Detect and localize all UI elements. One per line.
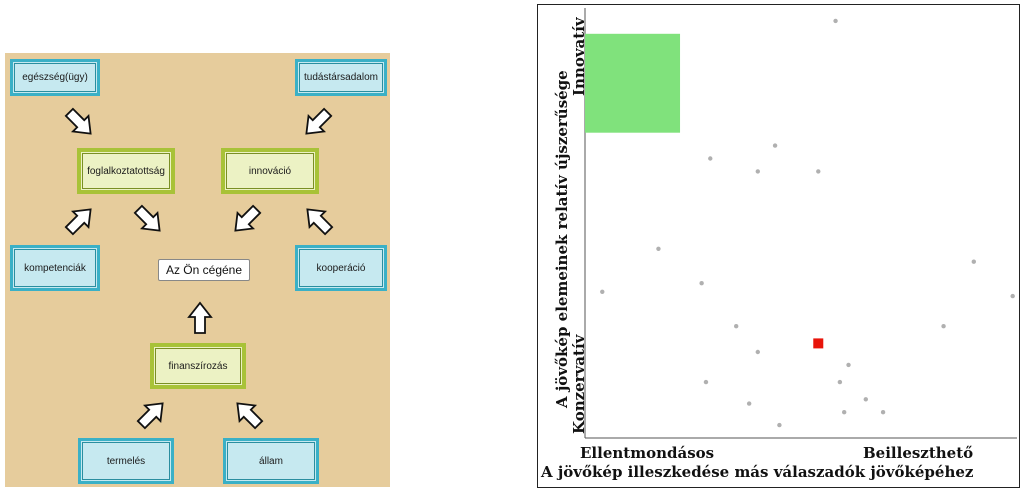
node-health[interactable]: egészség(ügy) [10, 59, 100, 96]
scatter-point [600, 289, 605, 294]
arrow-production-to-financing [136, 402, 164, 430]
node-state[interactable]: állam [223, 438, 319, 484]
arrow-cooperation-to-innovation [306, 208, 334, 236]
scatter-point [1010, 293, 1015, 299]
scatter-point [708, 156, 713, 161]
x-tick-left: Ellentmondásos [580, 444, 714, 462]
node-employment[interactable]: foglalkoztatottság [77, 148, 175, 194]
y-tick-bottom: Konzervatív [570, 333, 588, 434]
arrow-employment-to-center [133, 204, 161, 232]
scatter-point [772, 143, 778, 148]
arrow-state-to-financing [236, 402, 264, 430]
y-axis-label: A jövőkép elemeinek relatív újszerűsége [553, 70, 571, 409]
scatter-point [746, 401, 752, 406]
x-tick-right: Beilleszthető [863, 444, 973, 462]
scatter-chart: Ellentmondásos Beilleszthető A jövőkép i… [537, 4, 1020, 488]
node-production[interactable]: termelés [78, 438, 174, 484]
diagram-panel: egészség(ügy) tudástársadalom foglalkozt… [5, 53, 390, 487]
arrow-competencies-to-employment [64, 208, 92, 236]
scatter-point [842, 410, 847, 415]
node-financing[interactable]: finanszírozás [150, 343, 246, 389]
scatter-point [755, 169, 760, 174]
scatter-point [863, 397, 868, 402]
scatter-point [971, 259, 976, 264]
arrow-knowledge-to-innovation [305, 107, 333, 135]
y-tick-top: Innovatív [570, 16, 588, 96]
your-company-marker [813, 338, 824, 349]
arrow-innovation-to-center [234, 204, 262, 232]
scatter-point [846, 362, 851, 368]
node-cooperation[interactable]: kooperáció [295, 245, 387, 291]
scatter-point [816, 169, 821, 174]
node-innovation[interactable]: innováció [221, 148, 319, 194]
scatter-point [880, 410, 886, 415]
scatter-point [777, 422, 782, 428]
arrow-financing-to-center [187, 301, 213, 334]
center-label: Az Ön cégéne [158, 259, 250, 281]
scatter-point [699, 281, 704, 286]
scatter-point [703, 379, 709, 385]
scatter-point [755, 349, 760, 355]
scatter-point [656, 246, 661, 251]
arrow-health-to-employment [64, 107, 92, 135]
x-axis-label: A jövőkép illeszkedése más válaszadók jö… [540, 463, 974, 481]
node-knowledge-society[interactable]: tudástársadalom [295, 59, 387, 96]
scatter-point [833, 18, 838, 24]
node-competencies[interactable]: kompetenciák [10, 245, 100, 291]
scatter-point [837, 379, 843, 385]
highlight-region [585, 33, 681, 133]
scatter-point [941, 324, 946, 329]
scatter-point [734, 324, 739, 329]
